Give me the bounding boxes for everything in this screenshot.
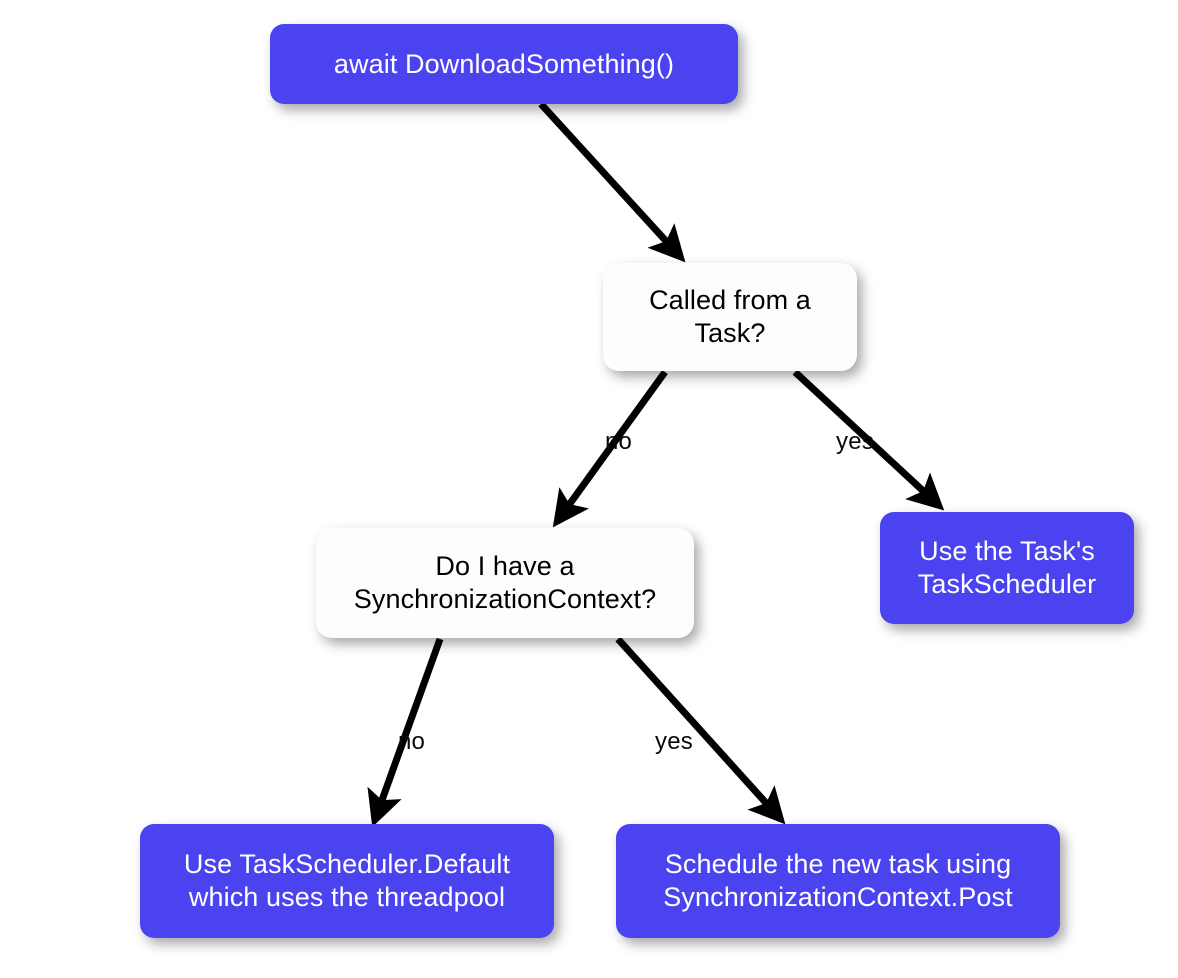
edge-sync-question-yes <box>615 636 786 825</box>
edge-start-to-task-question <box>538 101 686 263</box>
edge-sync-question-no <box>367 637 444 828</box>
node-synchronizationcontext-question[interactable]: Do I have a SynchronizationContext? <box>316 528 694 638</box>
edge-label-task-question-yes: yes <box>836 428 874 455</box>
node-await-downloadsomething[interactable]: await DownloadSomething() <box>270 24 738 104</box>
edge-label-task-question-no: no <box>605 428 633 455</box>
node-use-taskscheduler-default[interactable]: Use TaskScheduler.Default which uses the… <box>140 824 554 938</box>
node-schedule-with-synchronizationcontext-post[interactable]: Schedule the new task using Synchronizat… <box>616 824 1060 938</box>
node-called-from-a-task-question[interactable]: Called from a Task? <box>603 263 857 371</box>
edge-label-sync-question-yes: yes <box>655 728 693 755</box>
node-use-the-tasks-taskscheduler[interactable]: Use the Task's TaskScheduler <box>880 512 1134 624</box>
edge-label-sync-question-no: no <box>398 728 426 755</box>
